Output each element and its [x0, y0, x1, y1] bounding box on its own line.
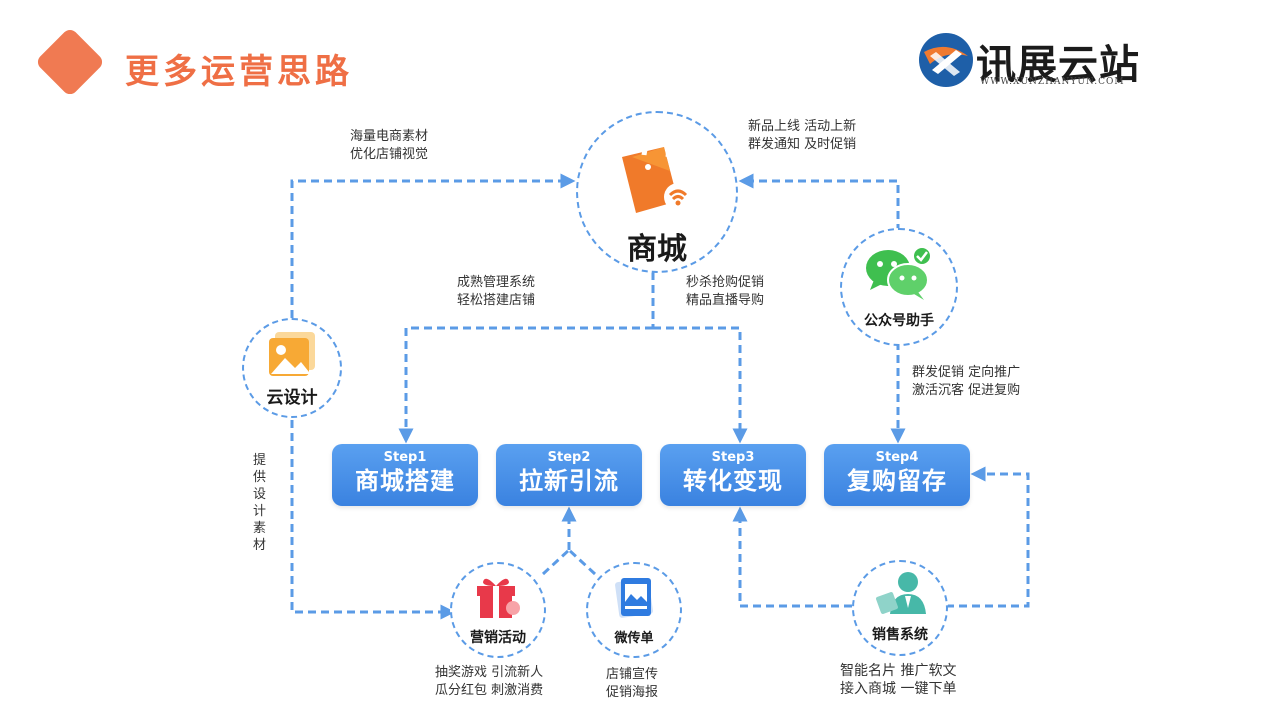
step-3-card: Step3 转化变现: [660, 444, 806, 506]
flyer-label: 微传单: [614, 631, 654, 646]
image-icon: [269, 332, 315, 376]
salesperson-icon: [876, 572, 926, 614]
logo: [916, 30, 1156, 90]
line-to-step1: [398, 326, 653, 444]
note-top-left: 海量电商素材 优化店铺视觉: [350, 129, 429, 162]
note-wechat: 群发促销 定向推广 激活沉客 促进复购: [912, 365, 1021, 398]
step-4-number: Step4: [875, 450, 919, 465]
logo-text: 讯展云站: [976, 42, 1140, 88]
marketing-node: [450, 562, 546, 658]
note-mid-right: 秒杀抢购促销 精品直播导购: [686, 275, 765, 308]
cloud-design-label: 云设计: [266, 388, 318, 408]
wechat-assistant-node: [840, 228, 958, 346]
marketing-label: 营销活动: [470, 630, 526, 646]
line-cloud-to-mall: [290, 173, 576, 318]
flyer-node: [586, 562, 682, 658]
note-vertical: 提 供 设 计 素 材: [253, 453, 267, 553]
flyer-icon: [615, 578, 653, 618]
step-3-label: 转化变现: [683, 467, 783, 495]
sales-node: [852, 560, 948, 656]
line-to-step3: [653, 326, 748, 444]
note-mid-left: 成熟管理系统 轻松搭建店铺: [457, 275, 536, 308]
note-top-right: 新品上线 活动上新 群发通知 及时促销: [748, 119, 857, 152]
step-1-card: Step1 商城搭建: [332, 444, 478, 506]
step-4-label: 复购留存: [847, 467, 947, 495]
note-sales: 智能名片 推广软文 接入商城 一键下单: [840, 663, 957, 697]
shopping-bag-icon: [622, 138, 692, 213]
mall-label: 商城: [627, 232, 687, 267]
line-wechat-to-mall: [738, 173, 900, 232]
gift-icon: [477, 578, 520, 618]
line-sales-to-step4: [946, 466, 1030, 608]
step-3-number: Step3: [711, 450, 755, 465]
logo-url: WWW.XUNZHANYUN.COM: [980, 77, 1125, 87]
cloud-design-node: [242, 318, 342, 418]
sales-label: 销售系统: [872, 627, 928, 643]
line-sales-to-step3: [732, 506, 852, 608]
step-4-card: Step4 复购留存: [824, 444, 970, 506]
step-2-label: 拉新引流: [519, 467, 619, 495]
mall-node: [576, 111, 738, 273]
wechat-icon: [866, 246, 932, 300]
note-marketing: 抽奖游戏 引流新人 瓜分红包 刺激消费: [435, 665, 544, 698]
wechat-assistant-label: 公众号助手: [864, 313, 934, 329]
step-2-card: Step2 拉新引流: [496, 444, 642, 506]
line-marketing-branch: [541, 548, 571, 576]
page-title: 更多运营思路: [125, 52, 353, 92]
step-2-number: Step2: [547, 450, 591, 465]
step-1-number: Step1: [383, 450, 427, 465]
logo-icon: [919, 33, 973, 87]
line-flyer-branch: [567, 548, 597, 576]
step-1-label: 商城搭建: [355, 467, 455, 495]
note-flyer: 店铺宣传 促销海报: [606, 667, 659, 700]
